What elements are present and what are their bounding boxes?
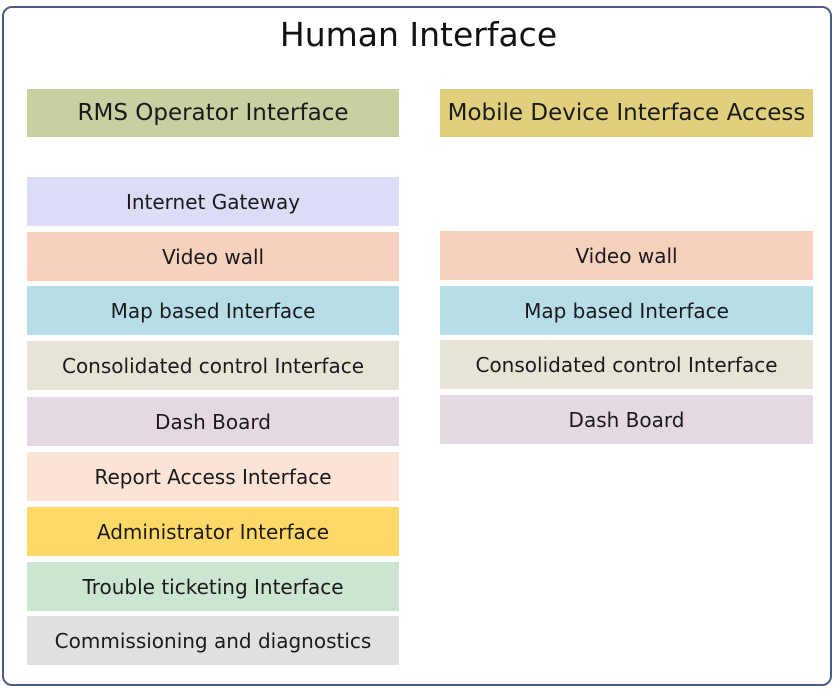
rms-operator-interface-header: RMS Operator Interface [27,89,399,137]
left-dash-board: Dash Board [27,397,399,446]
left-video-wall: Video wall [27,232,399,281]
left-consolidated-control-interface: Consolidated control Interface [27,341,399,390]
left-report-access-interface: Report Access Interface [27,452,399,501]
right-consolidated-control-interface: Consolidated control Interface [440,340,813,389]
right-dash-board: Dash Board [440,395,813,444]
right-video-wall: Video wall [440,231,813,280]
diagram-title: Human Interface [279,15,558,54]
left-map-based-interface: Map based Interface [27,286,399,335]
mobile-device-interface-access-header: Mobile Device Interface Access [440,89,813,137]
left-commissioning-and-diagnostics: Commissioning and diagnostics [27,616,399,665]
left-administrator-interface: Administrator Interface [27,507,399,556]
left-internet-gateway: Internet Gateway [27,177,399,226]
left-trouble-ticketing-interface: Trouble ticketing Interface [27,562,399,611]
right-map-based-interface: Map based Interface [440,286,813,335]
